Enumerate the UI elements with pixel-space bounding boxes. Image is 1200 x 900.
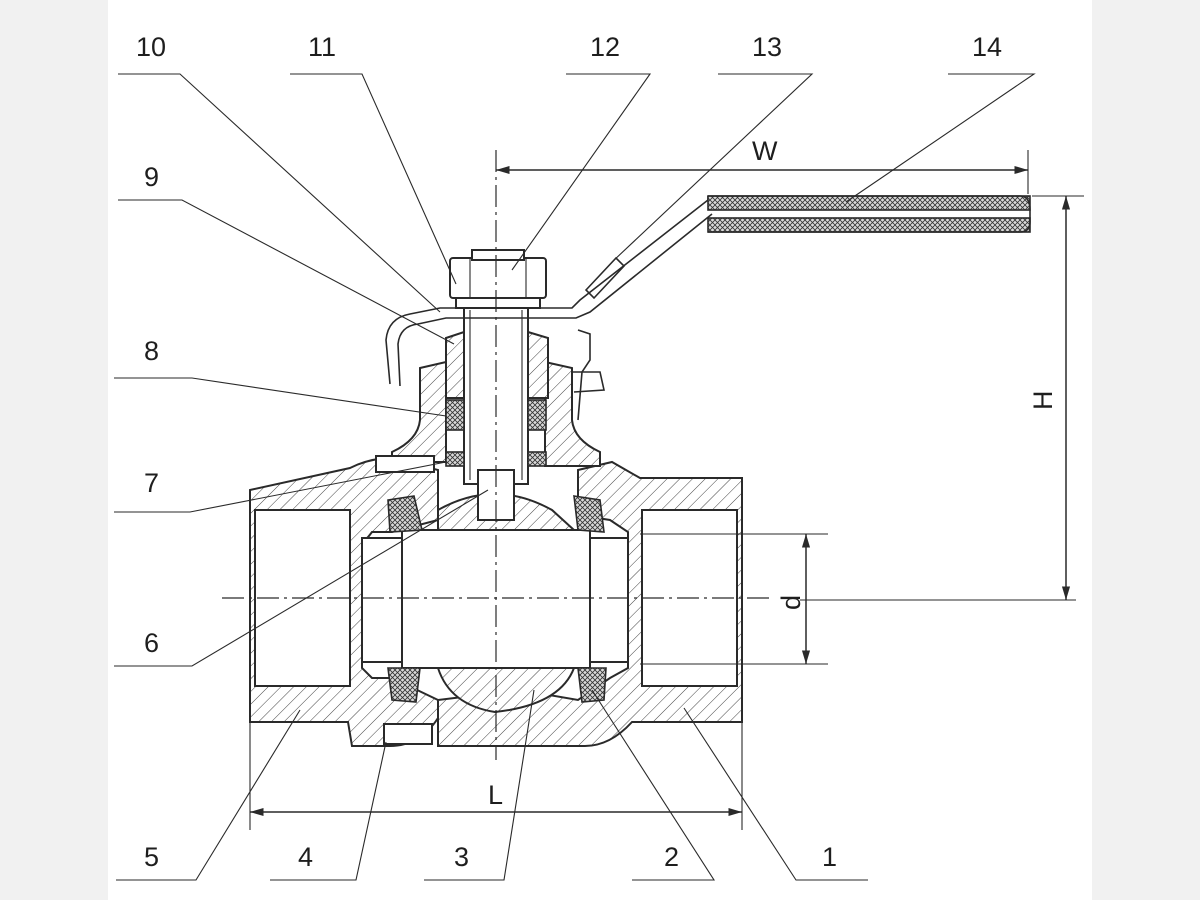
label-10: 10 xyxy=(136,32,166,62)
label-2: 2 xyxy=(664,842,679,872)
dimension-l-label: L xyxy=(488,780,503,810)
label-12: 12 xyxy=(590,32,620,62)
dimension-w-label: W xyxy=(752,136,778,166)
label-4: 4 xyxy=(298,842,313,872)
dimensions xyxy=(249,150,1084,830)
label-1: 1 xyxy=(822,842,837,872)
leader-lines xyxy=(114,73,1036,881)
label-7: 7 xyxy=(144,468,159,498)
drawing-sheet xyxy=(108,0,1092,900)
label-5: 5 xyxy=(144,842,159,872)
stem-nut xyxy=(449,249,547,309)
seats xyxy=(387,495,607,703)
center-lines xyxy=(222,150,770,760)
packing xyxy=(445,330,549,467)
label-6: 6 xyxy=(144,628,159,658)
dimension-labels: W L H d xyxy=(488,136,1058,810)
label-14: 14 xyxy=(972,32,1002,62)
dimension-h-label: H xyxy=(1028,391,1058,411)
label-9: 9 xyxy=(144,162,159,192)
label-11: 11 xyxy=(308,32,336,62)
handle xyxy=(385,195,1031,421)
label-13: 13 xyxy=(752,32,782,62)
label-3: 3 xyxy=(454,842,469,872)
dimension-d-label: d xyxy=(776,595,806,610)
label-8: 8 xyxy=(144,336,159,366)
part-labels: 10 11 12 13 14 9 8 7 6 5 4 3 2 1 xyxy=(136,32,1002,872)
